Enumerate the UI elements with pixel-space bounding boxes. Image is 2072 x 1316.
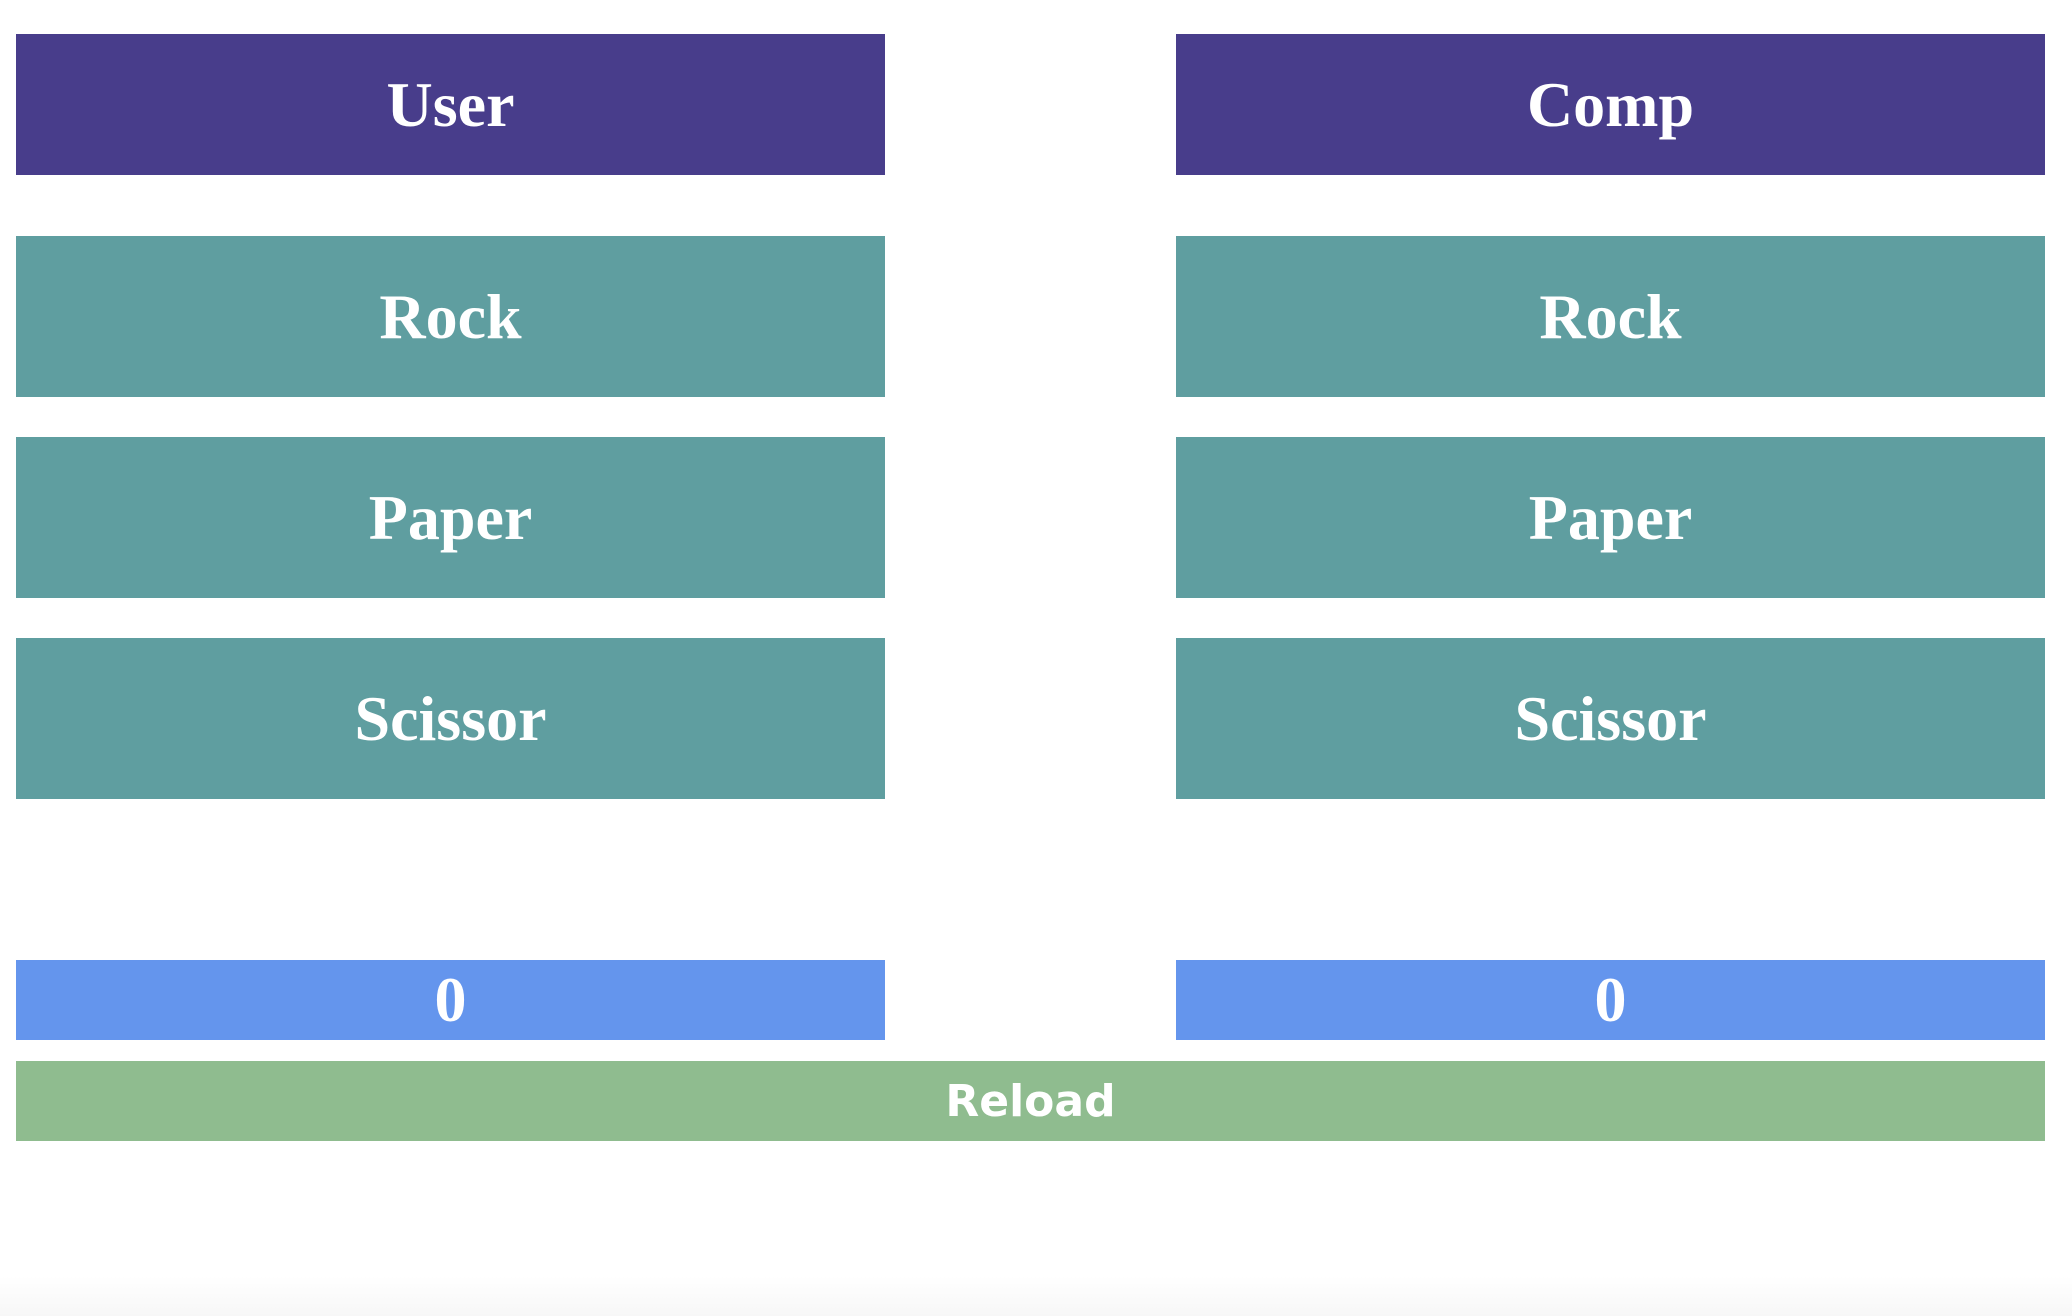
reload-button[interactable]: Reload (16, 1061, 2045, 1141)
comp-scissor-button[interactable]: Scissor (1176, 638, 2045, 799)
bottom-fade (0, 1276, 2072, 1316)
comp-rock-button[interactable]: Rock (1176, 236, 2045, 397)
comp-score: 0 (1176, 960, 2045, 1040)
comp-header: Comp (1176, 34, 2045, 175)
comp-paper-button[interactable]: Paper (1176, 437, 2045, 598)
user-header: User (16, 34, 885, 175)
user-scissor-button[interactable]: Scissor (16, 638, 885, 799)
user-score: 0 (16, 960, 885, 1040)
user-rock-button[interactable]: Rock (16, 236, 885, 397)
user-paper-button[interactable]: Paper (16, 437, 885, 598)
